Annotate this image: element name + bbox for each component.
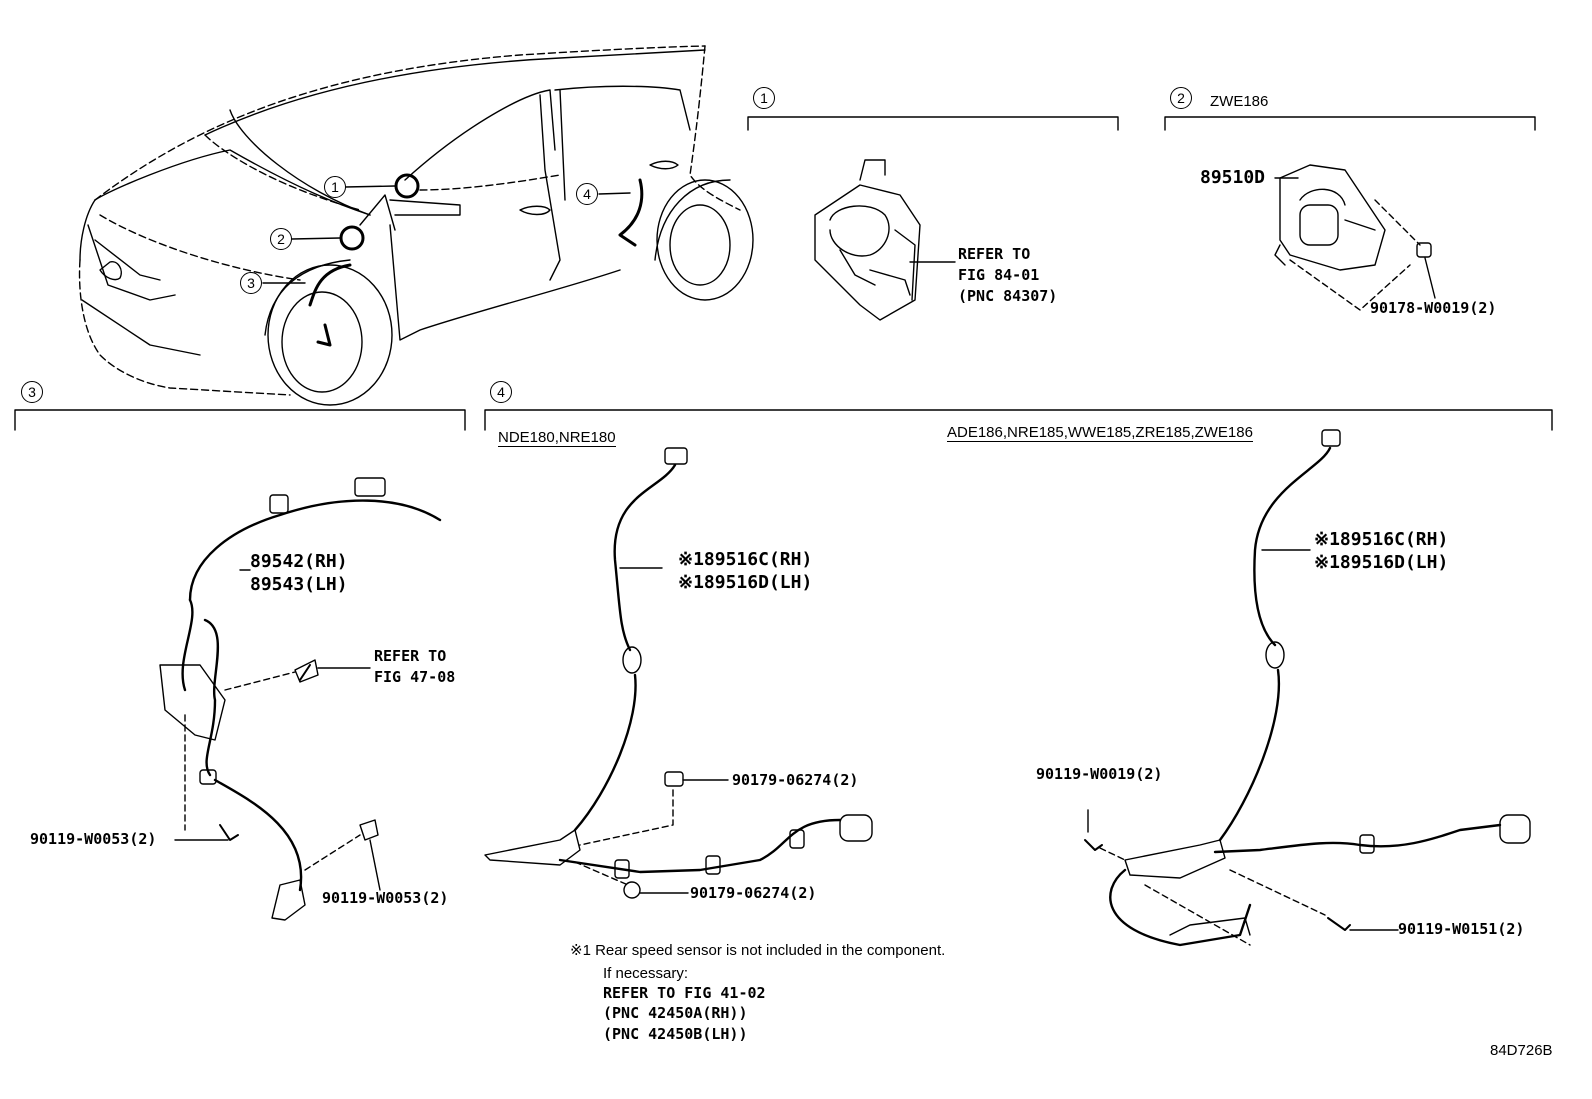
section-1-number: 1 <box>753 87 775 109</box>
section4-b-part-lh: ※189516D(LH) <box>1314 552 1449 573</box>
section2-part-nut: 90178-W0019(2) <box>1370 299 1497 317</box>
section-3-number: 3 <box>21 381 43 403</box>
front-speed-sensor-drawing <box>159 477 442 921</box>
section3-refer-line1: REFER TO <box>374 647 447 665</box>
section4-a-nut-bottom: 90179-06274(2) <box>690 884 817 902</box>
yaw-sensor-drawing <box>1274 164 1436 311</box>
section3-refer-line2: FIG 47-08 <box>374 668 456 686</box>
rear-sensor-b-drawing <box>1084 429 1531 947</box>
section1-refer-line2: FIG 84-01 <box>958 266 1040 284</box>
section3-bolt-right: 90119-W0053(2) <box>322 889 449 907</box>
section4-a-nut-top: 90179-06274(2) <box>732 771 859 789</box>
footnote-line1: ※1 Rear speed sensor is not included in … <box>570 942 946 959</box>
section2-variant: ZWE186 <box>1210 93 1269 110</box>
section4-variant-b: ADE186,NRE185,WWE185,ZRE185,ZWE186 <box>947 424 1253 442</box>
section4-b-bolt-top: 90119-W0019(2) <box>1036 765 1163 783</box>
section-brackets <box>14 116 1553 431</box>
callout-3-car: 3 <box>240 272 262 294</box>
section4-a-part-rh: ※189516C(RH) <box>678 549 813 570</box>
section4-variant-a: NDE180,NRE180 <box>498 429 616 447</box>
section4-a-part-lh: ※189516D(LH) <box>678 572 813 593</box>
car-illustration <box>78 45 754 406</box>
section-2-number: 2 <box>1170 87 1192 109</box>
section4-b-part-rh: ※189516C(RH) <box>1314 529 1449 550</box>
callout-2-car: 2 <box>270 228 292 250</box>
footnote-line5: (PNC 42450B(LH)) <box>603 1025 748 1043</box>
section-4-number: 4 <box>490 381 512 403</box>
footnote-line2: If necessary: <box>603 965 689 982</box>
section3-bolt-left: 90119-W0053(2) <box>30 830 157 848</box>
callout-1-car: 1 <box>324 176 346 198</box>
footnote-line3: REFER TO FIG 41-02 <box>603 984 766 1002</box>
rear-sensor-a-drawing <box>484 447 873 899</box>
section3-part-lh: 89543(LH) <box>250 574 348 595</box>
section1-refer-line3: (PNC 84307) <box>958 287 1058 305</box>
section3-part-rh: 89542(RH) <box>250 551 348 572</box>
section2-part-main: 89510D <box>1200 167 1266 188</box>
steering-sensor-drawing <box>814 159 956 321</box>
footnote-line4: (PNC 42450A(RH)) <box>603 1004 748 1022</box>
figure-id: 84D726B <box>1490 1042 1553 1059</box>
section1-refer-line1: REFER TO <box>958 245 1031 263</box>
section4-b-bolt-bottom: 90119-W0151(2) <box>1398 920 1525 938</box>
callout-4-car: 4 <box>576 183 598 205</box>
